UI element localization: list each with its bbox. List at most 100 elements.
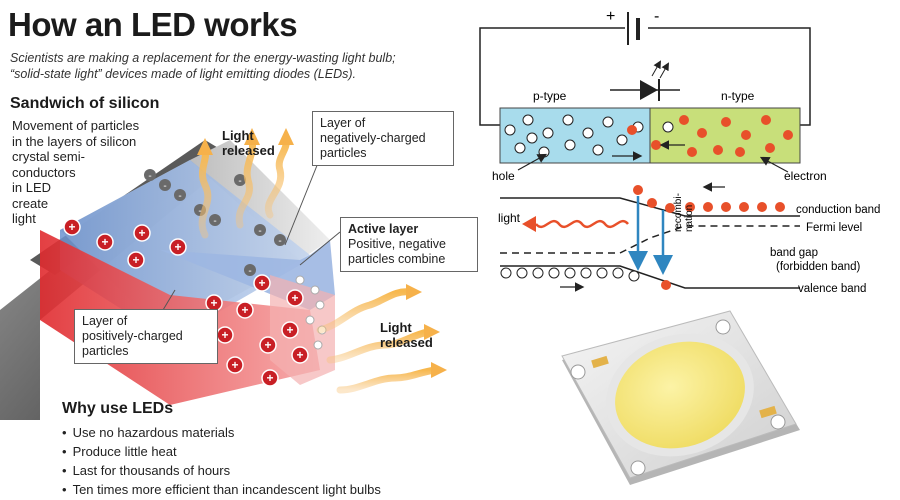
battery-minus-label: -	[654, 8, 659, 25]
led-chip-image	[561, 310, 800, 485]
svg-text:-: -	[178, 191, 181, 202]
mount-hole-icon	[630, 460, 646, 476]
holes	[504, 114, 674, 158]
why-item: Use no hazardous materials	[62, 423, 462, 442]
hole-label: hole	[492, 169, 515, 183]
light-released-label-bottom: Light released	[380, 320, 433, 350]
why-item: Last for thousands of hours	[62, 461, 462, 480]
negative-layer-top	[190, 140, 330, 260]
page-title: How an LED works	[8, 6, 298, 43]
pn-junction-diagram: + - p-type n-type hole electron	[479, 8, 880, 295]
p-region	[499, 107, 651, 164]
light-released-word: released	[222, 143, 275, 158]
callout-line: Layer of	[82, 314, 128, 328]
page-subtitle: Scientists are making a replacement for …	[10, 50, 480, 82]
mount-hole-icon	[715, 319, 731, 335]
why-item: Ten times more efficient than incandesce…	[62, 480, 462, 499]
fermi-level-label: Fermi level	[806, 222, 862, 234]
subtitle-line-2: “solid-state light” devices made of ligh…	[10, 67, 356, 81]
active-layer-title: Active layer	[348, 222, 419, 236]
light-label: light	[498, 211, 521, 225]
p-type-label: p-type	[533, 89, 567, 103]
subtitle-line-1: Scientists are making a replacement for …	[10, 51, 396, 65]
svg-text:+: +	[101, 235, 108, 249]
sandwich-line: in LED	[12, 180, 52, 195]
conduction-electrons	[633, 185, 785, 290]
battery-plus-label: +	[606, 8, 615, 25]
svg-text:+: +	[296, 348, 303, 362]
svg-text:-: -	[248, 266, 251, 277]
svg-text:+: +	[231, 358, 238, 372]
sandwich-line: conductors	[12, 164, 76, 180]
electrons	[627, 115, 793, 157]
light-released-word: Light	[222, 128, 254, 143]
svg-text:+: +	[221, 328, 228, 342]
hole-pointer	[517, 153, 548, 171]
svg-text:-: -	[198, 206, 201, 217]
light-arrow-heads	[197, 128, 447, 378]
svg-text:-: -	[148, 171, 151, 182]
sandwich-line: Movement of particles	[12, 118, 140, 133]
positive-particles	[63, 218, 309, 387]
svg-text:+: +	[132, 253, 139, 267]
callout-line: positively-charged	[82, 329, 183, 343]
svg-text:+: +	[138, 226, 145, 240]
valence-holes	[500, 267, 640, 282]
band-lines	[500, 197, 800, 289]
band-gap-label: band gap	[770, 247, 818, 259]
conduction-band-label: conduction band	[796, 204, 880, 216]
svg-text:+: +	[286, 323, 293, 337]
svg-text:-: -	[213, 216, 216, 227]
sandwich-heading: Sandwich of silicon	[10, 95, 160, 112]
svg-text:+: +	[68, 220, 75, 234]
active-layer-callout: Active layer Positive, negative particle…	[340, 217, 478, 272]
electron-pointer	[759, 156, 789, 173]
callout-line: particles	[320, 146, 367, 160]
negative-particles	[144, 169, 286, 276]
svg-text:-: -	[238, 176, 241, 187]
sandwich-line: light	[12, 211, 36, 226]
svg-text:+: +	[291, 291, 298, 305]
n-type-label: n-type	[721, 89, 755, 103]
light-release-waves	[198, 136, 439, 394]
fermi-level-line	[500, 225, 800, 254]
svg-text:+: +	[266, 371, 273, 385]
mount-hole-icon	[770, 414, 786, 430]
svg-text:-: -	[163, 181, 166, 192]
svg-text:-: -	[258, 226, 261, 237]
why-item: Produce little heat	[62, 442, 462, 461]
sandwich-line: crystal semi-	[12, 149, 85, 164]
callout-line: particles	[82, 344, 129, 358]
svg-text:+: +	[264, 338, 271, 352]
positive-layer-callout: Layer of positively-charged particles	[74, 309, 218, 364]
electron-label: electron	[784, 169, 827, 183]
light-wave-arrowhead	[522, 216, 536, 232]
mount-hole-icon	[570, 364, 586, 380]
callout-line: Positive, negative	[348, 237, 446, 251]
callout-line: Layer of	[320, 116, 366, 130]
why-heading: Why use LEDs	[62, 400, 174, 417]
valence-band-label: valence band	[798, 283, 866, 295]
n-region	[649, 107, 801, 164]
circuit-wire	[479, 27, 811, 126]
svg-text:+: +	[210, 296, 217, 310]
recombination-label-2: nation	[684, 205, 695, 232]
svg-text:+: +	[241, 303, 248, 317]
callout-line: negatively-charged	[320, 131, 426, 145]
negative-layer-callout: Layer of negatively-charged particles	[312, 111, 454, 166]
sandwich-line: create	[12, 195, 49, 211]
solder-pad	[591, 355, 609, 369]
sandwich-line: in the layers of silicon	[12, 133, 137, 149]
recombination-label-1: recombi-	[673, 193, 684, 232]
why-list: Use no hazardous materials Produce littl…	[62, 423, 462, 499]
phosphor-dome	[615, 341, 745, 449]
svg-text:+: +	[174, 240, 181, 254]
battery-icon	[627, 12, 640, 45]
sandwich-description: Movement of particles in the layers of s…	[12, 118, 172, 227]
light-released-word: Light	[380, 320, 412, 335]
diode-symbol-icon	[610, 60, 680, 101]
callout-line: particles combine	[348, 252, 446, 266]
forbidden-band-label: (forbidden band)	[776, 261, 861, 273]
svg-text:+: +	[258, 276, 265, 290]
svg-text:-: -	[278, 236, 281, 247]
